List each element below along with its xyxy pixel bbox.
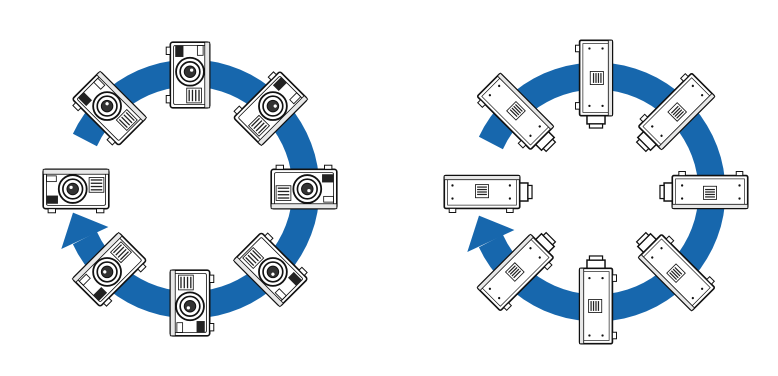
projector-side-180deg	[659, 170, 749, 210]
projector-side-270deg	[578, 255, 618, 345]
rotation-diagram-front	[42, 41, 338, 337]
rotation-arrowhead	[61, 212, 109, 249]
projector-front-270deg	[169, 269, 215, 337]
rotation-diagram-side	[443, 39, 749, 345]
projector-front-0deg	[42, 168, 110, 214]
projector-side-90deg	[574, 39, 614, 129]
projector-front-90deg	[165, 41, 211, 109]
rotation-arrowhead	[467, 215, 515, 252]
projector-side-0deg	[443, 174, 533, 214]
projector-front-180deg	[270, 164, 338, 210]
